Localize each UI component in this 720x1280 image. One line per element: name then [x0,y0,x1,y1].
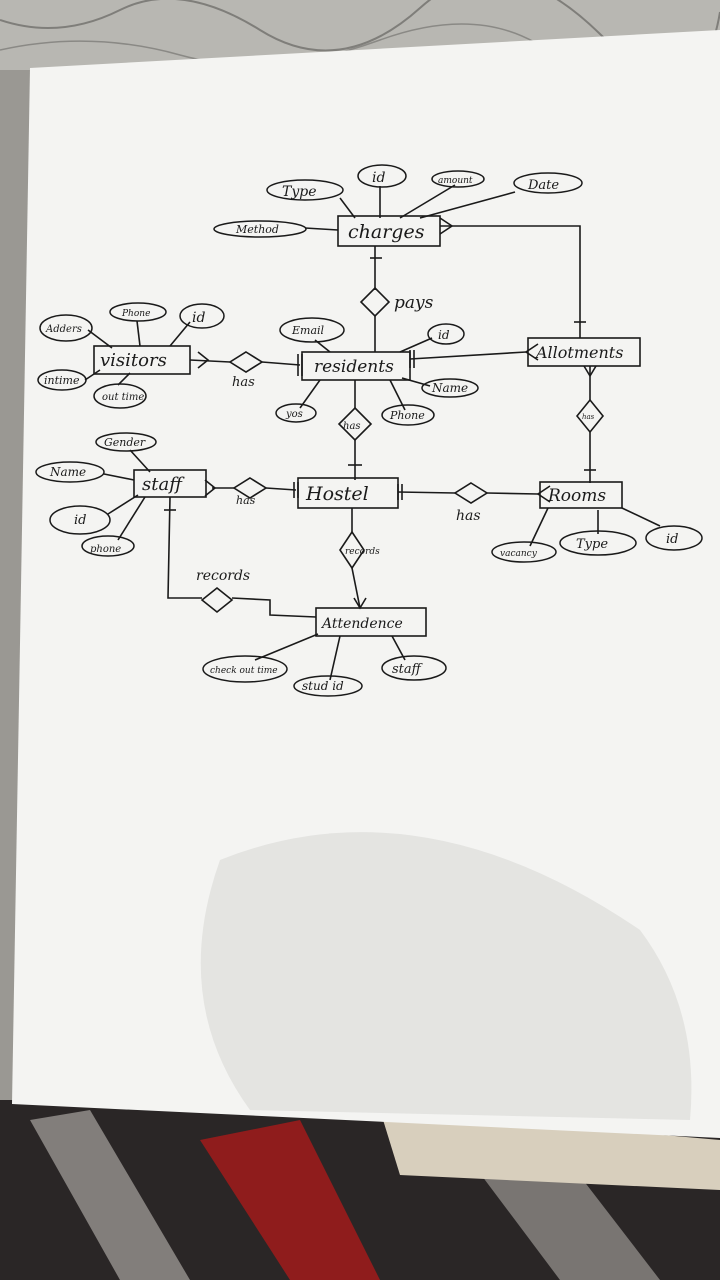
svg-text:out time: out time [102,392,144,403]
attribute-staff-phone[interactable]: phone [81,535,135,557]
checkered-fabric [30,1110,190,1280]
svg-text:check out time: check out time [210,666,278,676]
attribute-residents-id[interactable]: id [427,323,465,345]
attribute-visitors-id[interactable]: id [179,303,225,329]
shadow [200,832,692,1120]
entity-rooms[interactable]: Rooms [539,481,623,509]
relationship-label: pays [394,293,434,313]
attribute-visitors-phone[interactable]: Phone [109,302,167,322]
entity-label: residents [314,357,394,377]
svg-text:Name: Name [431,381,468,395]
attribute-attendence-staff[interactable]: staff [381,655,447,681]
attribute-residents-phone[interactable]: Phone [381,404,435,426]
entity-label: staff [142,474,185,495]
entity-allotments[interactable]: Allotments [527,337,641,367]
svg-text:id: id [666,532,678,547]
entity-hostel[interactable]: Hostel [297,477,399,509]
svg-text:phone: phone [90,544,121,555]
entity-residents[interactable]: residents [301,351,411,381]
entity-label: Hostel [305,483,369,505]
attribute-visitors-intime[interactable]: intime [37,369,87,391]
attribute-charges-amount[interactable]: amount [431,170,485,188]
attribute-rooms-id[interactable]: id [645,525,703,551]
entity-label: Allotments [534,343,623,362]
envelope-paper [380,1110,720,1190]
attribute-visitors-adders[interactable]: Adders [39,314,93,342]
relationship-records-hostel[interactable]: records [339,530,380,570]
svg-text:Email: Email [291,324,325,337]
svg-text:stud id: stud id [302,679,344,693]
attribute-residents-email[interactable]: Email [279,317,345,343]
svg-text:vacancy: vacancy [500,549,538,559]
svg-text:Type: Type [576,537,608,552]
attribute-staff-id[interactable]: id [49,505,111,535]
entity-label: visitors [100,350,167,371]
relationship-pays[interactable]: pays [359,286,434,318]
svg-text:Method: Method [235,223,279,236]
relationship-label: records [196,568,250,584]
relationship-label: has [343,421,361,432]
svg-text:id: id [372,170,385,186]
svg-text:Type: Type [282,184,317,200]
entity-charges[interactable]: charges [337,215,441,247]
relationship-has-residents[interactable]: has [337,406,373,442]
attribute-charges-method[interactable]: Method [213,220,307,238]
attribute-visitors-outtime[interactable]: out time [93,383,147,409]
relationship-label: has [232,375,255,390]
svg-text:Adders: Adders [45,324,82,335]
svg-text:id: id [74,513,86,528]
svg-text:Name: Name [49,465,86,479]
entity-label: Rooms [547,486,606,506]
attribute-residents-name[interactable]: Name [421,378,479,398]
entity-staff[interactable]: staff [133,469,207,498]
relationship-has-visitors[interactable]: has [228,351,264,390]
attribute-residents-yos[interactable]: yos [275,403,317,423]
attribute-rooms-vacancy[interactable]: vacancy [491,541,557,563]
attribute-staff-gender[interactable]: Gender [95,432,157,452]
checkered-fabric [470,1150,660,1280]
relationship-label: has [456,508,481,524]
svg-text:id: id [438,328,450,342]
svg-text:intime: intime [44,374,80,387]
relationship-has-allot-rooms[interactable]: has [575,398,605,434]
svg-text:yos: yos [285,409,303,420]
relationship-label: has [236,494,256,507]
attribute-charges-type[interactable]: Type [266,179,344,201]
svg-text:Date: Date [527,178,559,193]
relationship-label: has [582,413,595,421]
entity-visitors[interactable]: visitors [93,345,191,375]
entity-label: Attendence [320,616,403,632]
attribute-staff-name[interactable]: Name [35,461,105,483]
attribute-rooms-type[interactable]: Type [559,530,637,556]
attribute-attendence-checkout[interactable]: check out time [202,655,288,683]
svg-text:Gender: Gender [104,436,146,449]
svg-text:id: id [192,310,205,326]
attribute-charges-date[interactable]: Date [513,172,583,194]
entity-attendence[interactable]: Attendence [315,607,427,637]
attribute-charges-id[interactable]: id [357,164,407,188]
relationship-has-rooms[interactable]: has [453,482,489,524]
attribute-attendence-studid[interactable]: stud id [293,675,363,697]
svg-text:amount: amount [438,176,473,186]
svg-text:Phone: Phone [389,409,425,422]
svg-text:staff: staff [392,662,424,677]
relationship-label: records [345,547,380,557]
red-fabric [200,1120,380,1280]
entity-label: charges [348,221,425,243]
relationship-has-staff[interactable]: has [232,477,268,507]
svg-text:Phone: Phone [121,309,150,319]
relationship-records-staff[interactable]: records [196,568,250,614]
